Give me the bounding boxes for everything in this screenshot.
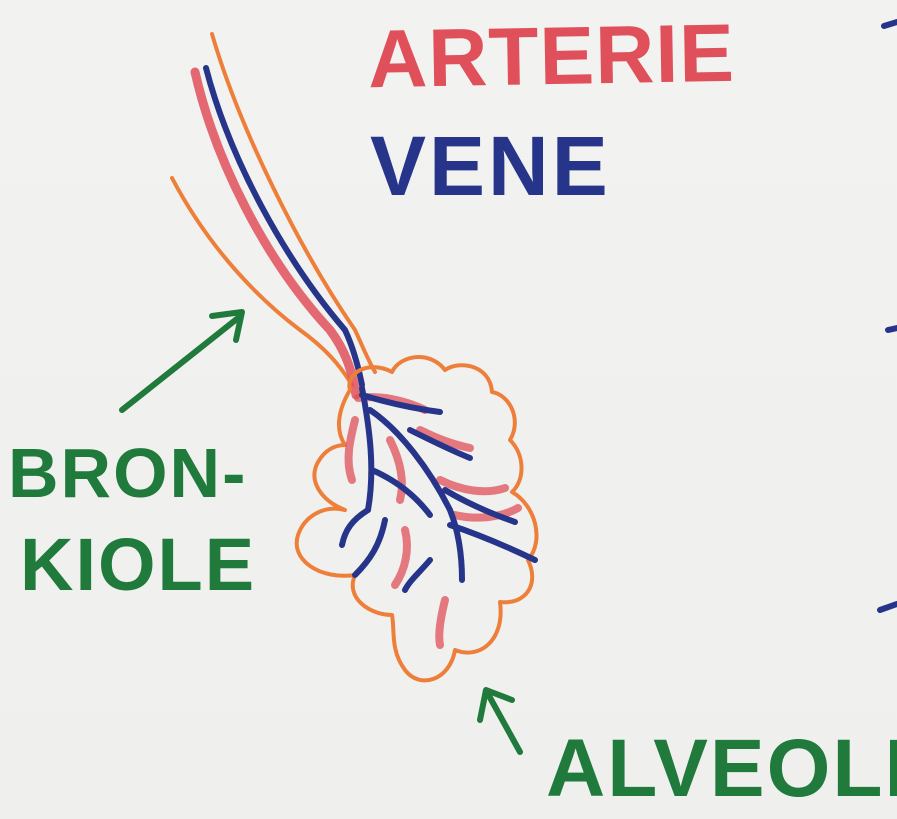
vene-label: VENE — [370, 118, 611, 215]
alveole-label: ALVEOLE — [546, 728, 897, 810]
arterie-label: ARTERIE — [367, 7, 736, 107]
bronchiole-label-line2: KIOLE — [20, 528, 256, 602]
alveole-arrow — [480, 690, 520, 752]
artery-capillaries — [349, 397, 518, 645]
bronchiole-label-line1: BRON- — [8, 438, 247, 508]
right-edge-marks — [880, 22, 897, 610]
bronchiole-arrow — [122, 312, 242, 410]
